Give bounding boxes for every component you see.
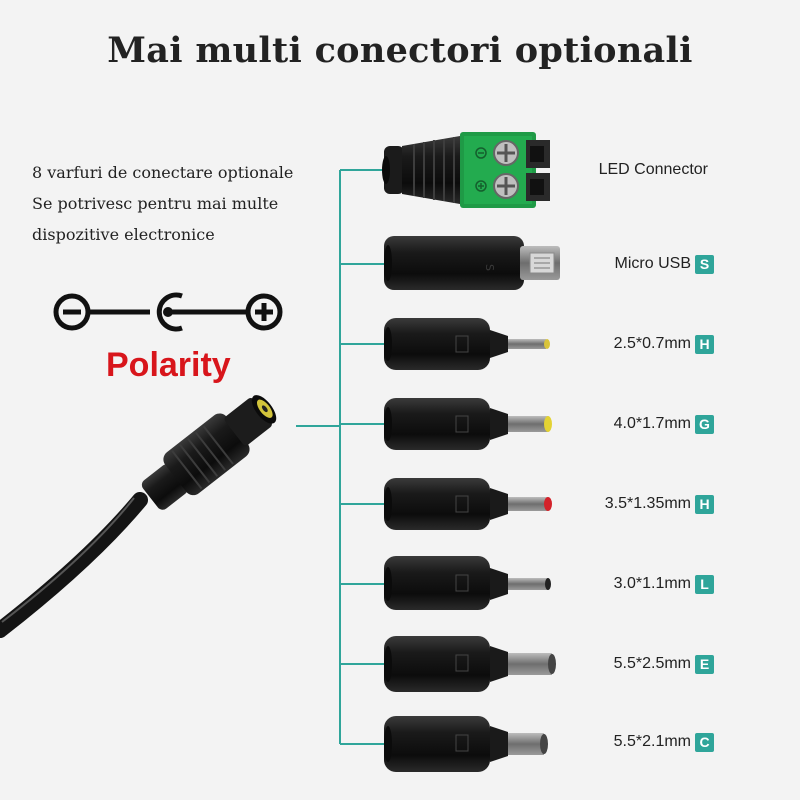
connector-label-4.0x1.7: 4.0*1.7mm G	[614, 412, 714, 436]
connector-badge: C	[695, 732, 714, 752]
connector-badge: H	[695, 494, 714, 514]
connector-badge: G	[695, 414, 714, 434]
connector-label-2.5x0.7: 2.5*0.7mm H	[614, 332, 714, 356]
description-line: 8 varfuri de conectare optionale	[32, 163, 294, 182]
connector-label-5.5x2.1: 5.5*2.1mm C	[614, 730, 714, 754]
connector-label-text: Micro USB	[614, 255, 691, 272]
connector-label-text: 2.5*0.7mm	[613, 335, 691, 352]
connector-label-3.0x1.1: 3.0*1.1mm L	[614, 572, 714, 596]
main-cable-plug	[0, 395, 277, 638]
barrel-tip-3.5x1.35	[384, 478, 552, 530]
led-connector	[382, 132, 550, 208]
connector-label-5.5x2.5: 5.5*2.5mm E	[614, 652, 714, 676]
connector-badge: L	[695, 574, 714, 594]
polarity-symbol	[53, 292, 283, 332]
connector-label-text: 5.5*2.1mm	[613, 733, 691, 750]
connector-label-led: LED Connector	[599, 158, 708, 182]
barrel-tip-5.5x2.1	[384, 716, 548, 772]
plus-icon	[245, 293, 283, 331]
barrel-tip-5.5x2.5	[384, 636, 556, 692]
barrel-tip-4.0x1.7	[384, 398, 552, 450]
barrel-tip-3.0x1.1	[384, 556, 551, 610]
connector-label-text: LED Connector	[598, 161, 708, 178]
connector-label-text: 4.0*1.7mm	[613, 415, 691, 432]
description: 8 varfuri de conectare optionale Se potr…	[32, 160, 293, 253]
connector-label-micro-usb: Micro USB S	[615, 252, 714, 276]
connector-lines	[296, 169, 384, 745]
page-title: Mai multi conectori optionali	[107, 30, 693, 71]
connector-badge: H	[695, 334, 714, 354]
barrel-tip-2.5x0.7	[384, 318, 550, 370]
connector-label-text: 5.5*2.5mm	[613, 655, 691, 672]
connector-label-text: 3.5*1.35mm	[604, 495, 691, 512]
micro-usb-connector: S	[384, 236, 560, 290]
minus-icon	[53, 293, 91, 331]
svg-text:S: S	[483, 264, 496, 271]
description-line: Se potrivesc pentru mai multe	[32, 194, 279, 213]
connector-label-text: 3.0*1.1mm	[613, 575, 691, 592]
description-line: dispozitive electronice	[32, 225, 215, 244]
connector-badge: E	[695, 654, 714, 674]
connector-label-3.5x1.35: 3.5*1.35mm H	[605, 492, 714, 516]
polarity-label: Polarity	[106, 346, 231, 384]
connector-badge: S	[695, 254, 714, 274]
